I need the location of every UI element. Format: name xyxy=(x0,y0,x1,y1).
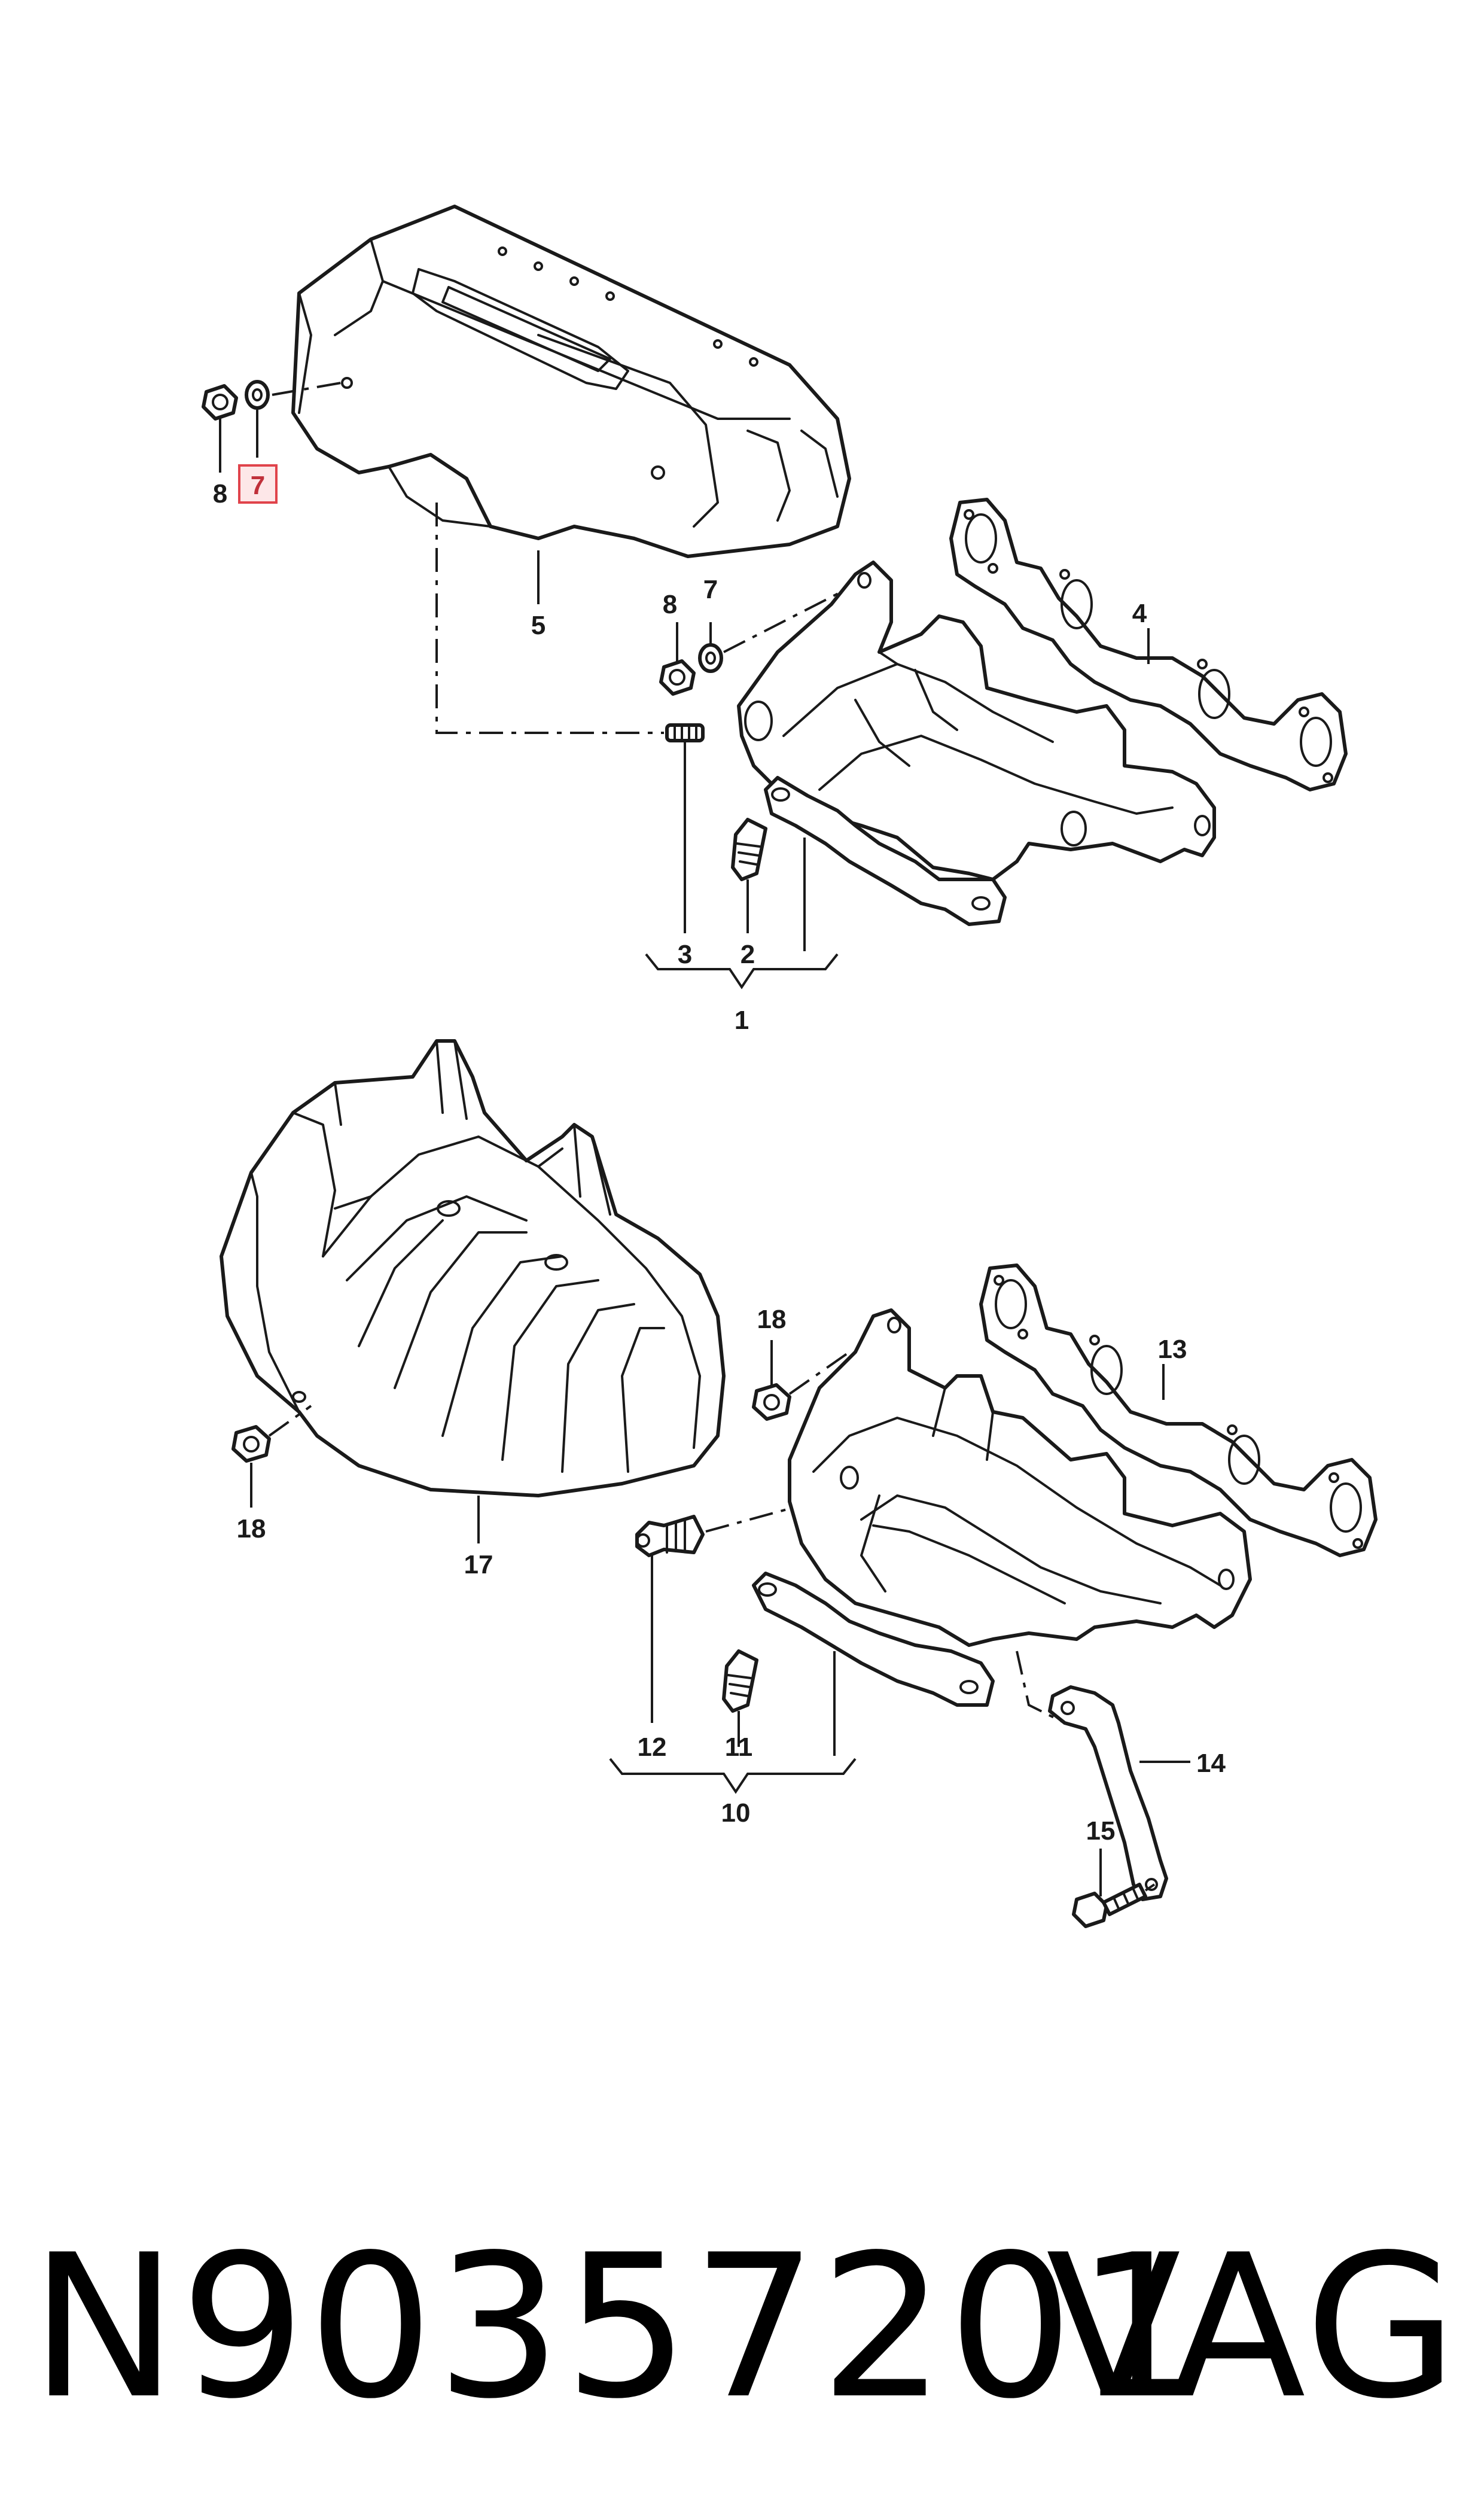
callout-5: 5 xyxy=(531,611,546,640)
heat-shield-upper xyxy=(291,205,851,558)
callout-15: 15 xyxy=(1086,1816,1116,1846)
callout-11: 11 xyxy=(725,1733,753,1762)
stud-manifold-upper xyxy=(731,818,767,881)
callout-1: 1 xyxy=(735,1006,749,1035)
part-number: N90357201 xyxy=(30,2212,1204,2442)
heat-shield-lower xyxy=(220,1039,726,1497)
support-bracket xyxy=(1048,1685,1168,1901)
callout-12: 12 xyxy=(638,1733,667,1762)
nut-upper-left xyxy=(202,384,238,421)
callout-14: 14 xyxy=(1196,1749,1226,1778)
footer: N90357201 VAG xyxy=(0,2213,1484,2441)
highlight-box xyxy=(238,464,278,504)
callout-8-upper-left: 8 xyxy=(213,479,227,509)
callout-8-middle: 8 xyxy=(663,590,677,619)
gasket-upper xyxy=(949,498,1348,791)
washer-upper-left xyxy=(245,380,270,410)
nut-lower-left xyxy=(231,1425,271,1463)
callout-17: 17 xyxy=(464,1550,493,1579)
highlighted-callout-7[interactable]: 7 xyxy=(238,464,278,504)
callout-3: 3 xyxy=(678,940,692,969)
brand-name: VAG xyxy=(1046,2212,1460,2442)
exhaust-manifold-upper xyxy=(737,561,1216,926)
callout-18-middle: 18 xyxy=(757,1305,787,1334)
exhaust-manifold-lower xyxy=(752,1308,1252,1707)
bracket-bolt xyxy=(1072,1883,1147,1928)
nut-lower-middle xyxy=(752,1383,791,1421)
callout-13: 13 xyxy=(1158,1335,1187,1364)
callout-18-lower-left: 18 xyxy=(237,1514,266,1543)
sensor-fitting xyxy=(635,1515,705,1557)
callout-10: 10 xyxy=(721,1798,751,1828)
stud-upper xyxy=(665,723,705,742)
callout-2: 2 xyxy=(741,940,755,969)
callout-7-middle: 7 xyxy=(703,575,718,604)
stud-manifold-lower xyxy=(722,1649,758,1713)
washer-middle xyxy=(698,643,723,673)
gasket-lower xyxy=(979,1263,1378,1557)
nut-middle xyxy=(659,659,696,696)
callout-7-highlighted: 7 xyxy=(251,471,265,500)
callout-4: 4 xyxy=(1132,599,1147,628)
